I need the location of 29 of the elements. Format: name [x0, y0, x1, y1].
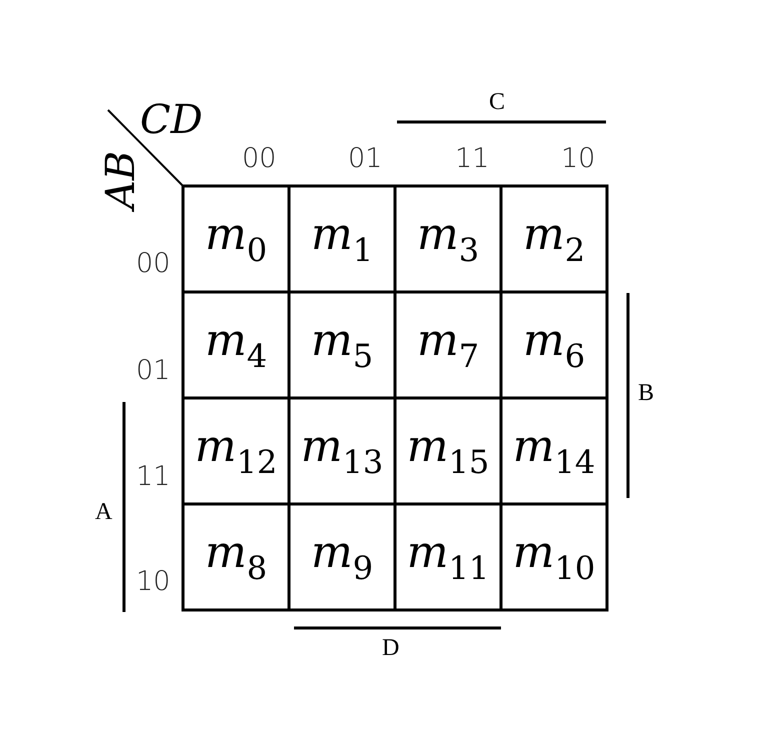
minterm-label: m$_{2}$: [522, 212, 586, 266]
minterm-label: m$_{15}$: [406, 424, 490, 478]
row-header: 11: [136, 463, 170, 490]
column-header: 10: [561, 145, 596, 172]
variable-label: A: [95, 500, 112, 524]
row-header: 00: [136, 250, 170, 277]
column-header: 01: [348, 145, 382, 172]
minterm-label: m$_{6}$: [522, 318, 586, 372]
minterm-label: m$_{10}$: [512, 530, 596, 584]
minterm-label: m$_{7}$: [416, 318, 480, 372]
axis-label: CD: [140, 100, 203, 140]
minterm-label: m$_{9}$: [310, 530, 374, 584]
minterm-label: m$_{4}$: [204, 318, 268, 372]
column-header: 11: [455, 145, 490, 172]
variable-label: B: [638, 381, 654, 405]
minterm-label: m$_{8}$: [204, 530, 268, 584]
variable-label: D: [382, 636, 400, 660]
minterm-label: m$_{11}$: [406, 530, 490, 584]
row-header: 10: [136, 568, 170, 595]
minterm-label: m$_{1}$: [310, 212, 374, 266]
column-header: 00: [242, 145, 276, 172]
variable-label: C: [489, 90, 506, 114]
minterm-label: m$_{3}$: [416, 212, 480, 266]
minterm-label: m$_{13}$: [300, 424, 384, 478]
minterm-label: m$_{12}$: [194, 424, 278, 478]
minterm-label: m$_{0}$: [204, 212, 268, 266]
minterm-label: m$_{5}$: [310, 318, 374, 372]
row-header: 01: [136, 357, 170, 384]
minterm-label: m$_{14}$: [512, 424, 596, 478]
